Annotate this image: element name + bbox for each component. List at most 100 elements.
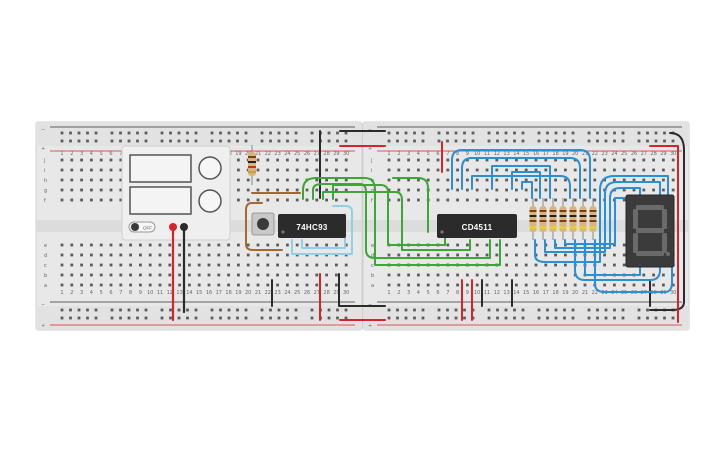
column-number: 11 xyxy=(484,151,490,157)
power-display-bottom xyxy=(129,186,192,215)
wire-green[interactable] xyxy=(392,177,429,233)
wire-blue[interactable] xyxy=(521,181,533,199)
column-number: 17 xyxy=(543,290,549,296)
resistor[interactable] xyxy=(579,198,587,240)
column-number: 16 xyxy=(533,290,539,296)
row-letter: f xyxy=(371,198,373,204)
column-number: 28 xyxy=(323,290,329,296)
wire-blue[interactable] xyxy=(491,165,551,199)
wire-blue[interactable] xyxy=(574,239,661,281)
display-segment xyxy=(633,233,638,253)
column-number: 6 xyxy=(109,151,112,157)
resistor-array xyxy=(529,198,597,240)
wire-green[interactable] xyxy=(312,183,491,259)
wire-green[interactable] xyxy=(302,177,501,266)
power-switch[interactable]: OFF xyxy=(128,221,156,233)
column-number: 18 xyxy=(225,290,231,296)
column-number: 22 xyxy=(265,290,271,296)
resistor[interactable] xyxy=(248,145,256,185)
wire-red[interactable] xyxy=(649,145,679,323)
seven-segment-display[interactable] xyxy=(625,194,675,268)
column-number: 1 xyxy=(387,151,390,157)
resistor[interactable] xyxy=(559,198,567,240)
row-letter: f xyxy=(44,198,46,204)
wire-blue[interactable] xyxy=(461,157,581,199)
column-number: 5 xyxy=(427,151,430,157)
row-letter: i xyxy=(371,168,372,174)
wire-green[interactable] xyxy=(332,184,446,246)
column-number: 10 xyxy=(474,151,480,157)
voltage-knob[interactable] xyxy=(198,156,222,180)
power-terminal-negative[interactable] xyxy=(180,223,188,231)
column-number: 21 xyxy=(582,151,588,157)
wire-blue[interactable] xyxy=(564,197,631,245)
column-number: 15 xyxy=(523,290,529,296)
column-number: 26 xyxy=(304,290,310,296)
row-letter: b xyxy=(44,273,47,279)
wire-blue[interactable] xyxy=(511,171,541,199)
column-number: 23 xyxy=(601,290,607,296)
column-number: 22 xyxy=(265,151,271,157)
column-number: 25 xyxy=(294,290,300,296)
column-number: 21 xyxy=(255,290,261,296)
column-number: 16 xyxy=(533,151,539,157)
resistor[interactable] xyxy=(529,198,537,240)
column-number: 1 xyxy=(60,151,63,157)
pushbutton[interactable] xyxy=(251,212,275,236)
wire-blue[interactable] xyxy=(584,239,641,276)
row-letter: a xyxy=(371,283,374,289)
column-number: 20 xyxy=(572,151,578,157)
resistor[interactable] xyxy=(549,198,557,240)
column-number: 7 xyxy=(119,151,122,157)
wire-blue[interactable] xyxy=(554,187,641,249)
column-number: 27 xyxy=(641,151,647,157)
column-number: 23 xyxy=(274,151,280,157)
column-number: 5 xyxy=(100,151,103,157)
column-number: 2 xyxy=(70,151,73,157)
wire-black[interactable] xyxy=(649,132,685,311)
column-number: 8 xyxy=(456,290,459,296)
resistor[interactable] xyxy=(539,198,547,240)
resistor[interactable] xyxy=(589,198,597,240)
column-number: 20 xyxy=(245,290,251,296)
resistor[interactable] xyxy=(569,198,577,240)
column-number: 26 xyxy=(631,151,637,157)
column-number: 10 xyxy=(147,290,153,296)
wire-blue[interactable] xyxy=(534,175,669,263)
column-number: 12 xyxy=(167,290,173,296)
column-number: 4 xyxy=(90,290,93,296)
column-number: 13 xyxy=(503,290,509,296)
column-number: 8 xyxy=(129,290,132,296)
column-number: 19 xyxy=(562,290,568,296)
column-number: 3 xyxy=(407,290,410,296)
power-supply-module: OFF xyxy=(121,145,231,241)
power-terminal-positive[interactable] xyxy=(169,223,177,231)
column-number: 2 xyxy=(70,290,73,296)
column-number: 30 xyxy=(670,290,676,296)
column-number: 11 xyxy=(157,290,163,296)
wire-lightblue[interactable] xyxy=(291,205,353,255)
current-knob[interactable] xyxy=(198,189,222,213)
counter-chip-label: 74HC93 xyxy=(296,223,327,232)
column-number: 14 xyxy=(513,290,519,296)
column-number: 6 xyxy=(436,290,439,296)
counter-chip[interactable]: 74HC93 xyxy=(278,214,346,238)
wire-blue[interactable] xyxy=(544,181,661,253)
wire-brown[interactable] xyxy=(245,202,283,251)
column-number: 6 xyxy=(109,290,112,296)
decoder-chip[interactable]: CD4511 xyxy=(437,214,517,238)
wire-blue[interactable] xyxy=(451,149,591,199)
display-segment xyxy=(662,209,667,229)
column-number: 2 xyxy=(397,151,400,157)
column-number: 27 xyxy=(314,290,320,296)
wire-blue[interactable] xyxy=(594,239,673,293)
rail-minus-label: − xyxy=(41,302,45,308)
wire-blue[interactable] xyxy=(471,175,571,199)
row-letter: i xyxy=(44,168,45,174)
column-number: 22 xyxy=(592,290,598,296)
row-letter: c xyxy=(44,263,47,269)
wires xyxy=(171,130,685,323)
rail-minus-label: − xyxy=(41,127,45,133)
column-number: 4 xyxy=(90,151,93,157)
wire-green[interactable] xyxy=(322,191,471,251)
